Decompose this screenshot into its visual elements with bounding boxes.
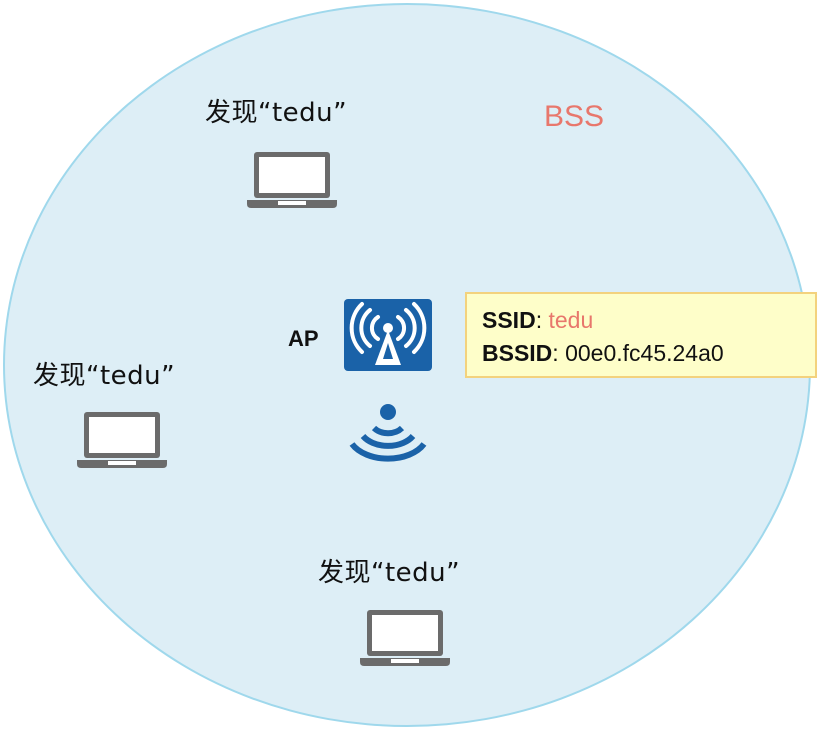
wifi-signal-icon bbox=[349, 404, 427, 462]
ssid-info-box: SSID: tedu BSSID: 00e0.fc45.24a0 bbox=[465, 292, 817, 378]
bss-label: BSS bbox=[544, 100, 605, 133]
bssid-key: BSSID bbox=[482, 340, 553, 366]
ssid-row: SSID: tedu bbox=[482, 304, 815, 337]
ssid-key: SSID bbox=[482, 307, 536, 333]
bssid-value: 00e0.fc45.24a0 bbox=[565, 340, 724, 366]
client-label-bottom: 发现“tedu” bbox=[318, 558, 461, 588]
bssid-row: BSSID: 00e0.fc45.24a0 bbox=[482, 337, 815, 370]
laptop-icon bbox=[77, 412, 167, 468]
client-label-top: 发现“tedu” bbox=[205, 98, 348, 128]
ap-label: AP bbox=[288, 326, 319, 351]
client-label-left: 发现“tedu” bbox=[33, 361, 176, 391]
bssid-separator: : bbox=[552, 340, 566, 366]
ssid-value: tedu bbox=[548, 307, 594, 333]
ssid-separator: : bbox=[535, 307, 549, 333]
laptop-icon bbox=[360, 610, 450, 666]
wireless-ap-icon bbox=[344, 299, 432, 371]
laptop-icon bbox=[247, 152, 337, 208]
